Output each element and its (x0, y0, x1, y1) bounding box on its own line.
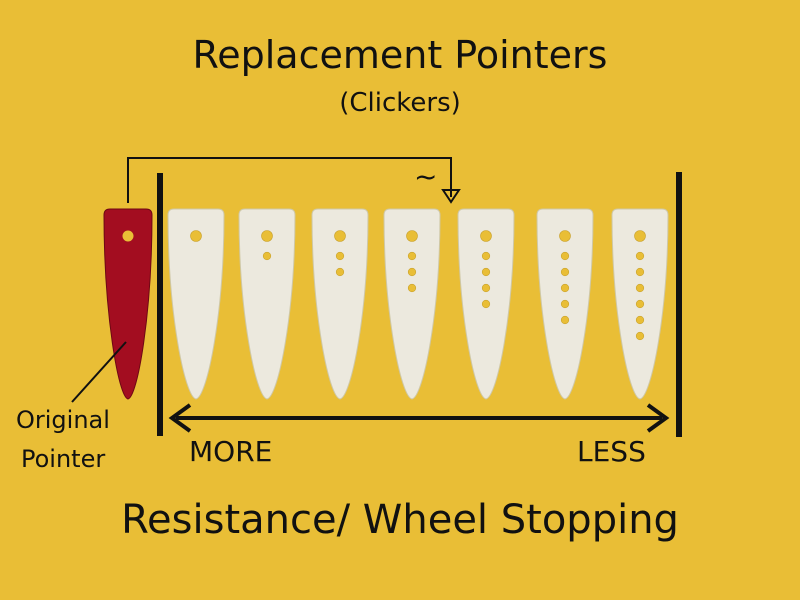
pointer-hole (407, 283, 417, 293)
pointer-hole (480, 230, 492, 242)
lines-layer (71, 157, 682, 437)
pointer-hole (560, 299, 570, 309)
pointer-hole (406, 230, 418, 242)
pointer-hole (635, 315, 645, 325)
bracket-arrowhead (441, 189, 461, 204)
pointer-hole (634, 230, 646, 242)
pointer-hole (481, 299, 491, 309)
pointer-hole (560, 251, 570, 261)
pointer-hole (635, 267, 645, 277)
replacement-pointer (311, 208, 369, 400)
pointer-layer (103, 208, 669, 400)
pointer-hole (481, 283, 491, 293)
pointer-hole (481, 251, 491, 261)
pointer-hole (335, 267, 345, 277)
diagram-title: Replacement Pointers (192, 33, 608, 77)
pointer-hole (560, 283, 570, 293)
axis-label: Resistance/ Wheel Stopping (121, 497, 679, 543)
pointer-hole (261, 230, 273, 242)
pointer-hole (190, 230, 202, 242)
pointer-hole (335, 251, 345, 261)
pointer-hole (407, 267, 417, 277)
pointer-hole (635, 251, 645, 261)
replacement-pointer (383, 208, 441, 400)
scale-arrowhead-right (646, 403, 670, 433)
original-pointer-label-line2: Pointer (21, 445, 106, 473)
pointer-hole (407, 251, 417, 261)
pointer-hole (635, 331, 645, 341)
scale-arrowhead-left (168, 403, 192, 433)
pointer-hole (262, 251, 272, 261)
pointer-hole (635, 283, 645, 293)
pointer-hole (481, 267, 491, 277)
original-leader-line (71, 341, 127, 403)
more-label: MORE (189, 435, 273, 468)
pointer-hole (560, 315, 570, 325)
bracket-line (127, 157, 452, 203)
pointer-hole (635, 299, 645, 309)
pointer-hole (334, 230, 346, 242)
replacement-pointer (238, 208, 296, 400)
pointer-hole (560, 267, 570, 277)
diagram-subtitle: (Clickers) (339, 88, 461, 118)
original-pointer (103, 208, 153, 400)
original-pointer-hole (122, 230, 134, 242)
replacement-pointer (167, 208, 225, 400)
less-label: LESS (577, 435, 646, 468)
pointer-hole (559, 230, 571, 242)
original-pointer-label-line1: Original (16, 406, 110, 434)
approx-tilde-label: ~ (414, 160, 438, 193)
